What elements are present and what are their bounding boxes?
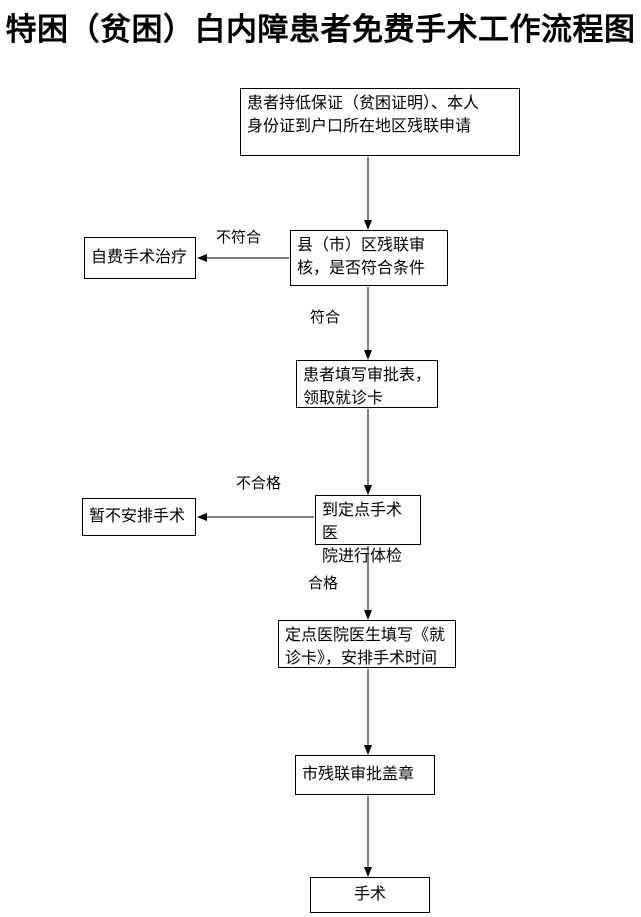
edge-label-not-conform: 不符合 bbox=[216, 229, 262, 246]
node-apply: 患者持低保证（贫困证明）、本人 身份证到户口所在地区残联申请 bbox=[240, 88, 520, 156]
node-checkup: 到定点手术医 院进行体检 bbox=[315, 495, 421, 565]
node-review: 县（市）区残联审 核，是否符合条件 bbox=[290, 230, 448, 286]
node-selfpay: 自费手术治疗 bbox=[84, 237, 196, 279]
node-fillform: 患者填写审批表， 领取就诊卡 bbox=[296, 360, 438, 408]
page-title: 特困（贫困）白内障患者免费手术工作流程图 bbox=[5, 12, 636, 47]
edge-label-conform: 符合 bbox=[310, 309, 341, 326]
edge-label-qualified: 合格 bbox=[308, 575, 339, 592]
node-stamp: 市残联审批盖章 bbox=[295, 755, 435, 795]
node-surgery: 手术 bbox=[310, 877, 430, 913]
node-schedule: 定点医院医生填写《就 诊卡》，安排手术时间 bbox=[278, 620, 456, 668]
edge-label-unqualified: 不合格 bbox=[236, 475, 282, 492]
node-nosurgery: 暂不安排手术 bbox=[82, 498, 196, 536]
